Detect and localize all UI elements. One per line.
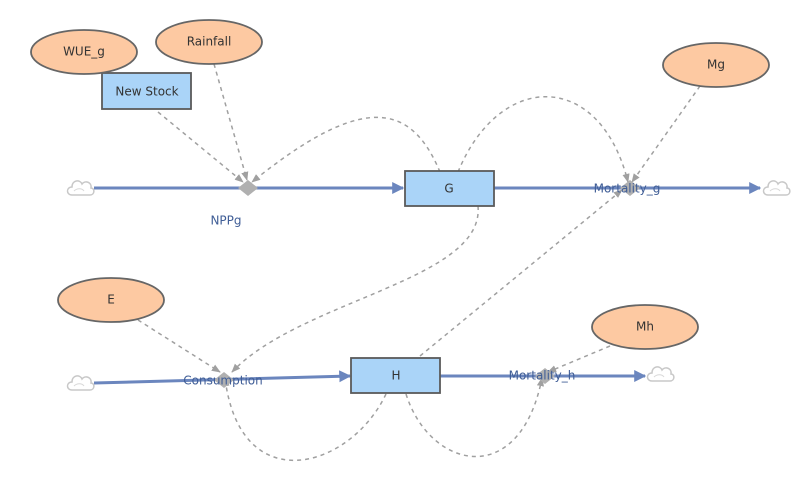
valve-icon[interactable] [238,180,258,196]
stock-h-label: H [391,369,400,383]
link-mg-to-mortality-g [631,85,701,183]
aux-mh-label: Mh [636,320,654,334]
aux-mh[interactable]: Mh [591,304,699,350]
stock-h[interactable]: H [350,357,441,394]
aux-wue-g[interactable]: WUE_g [30,29,138,75]
aux-e[interactable]: E [57,277,165,323]
cloud-icon [66,180,95,196]
link-g-to-mortality-g [457,96,630,183]
link-g-to-consumption [231,205,479,373]
cloud-icon [66,375,95,391]
link-g-to-nppg [251,116,441,183]
aux-e-label: E [107,293,115,307]
link-newstock-to-nppg [157,111,244,183]
flow-label-mortality-g: Mortality_g [594,182,661,196]
stock-g-label: G [444,182,453,196]
stock-new-stock[interactable]: New Stock [101,72,192,110]
link-h-to-mortality-h [405,377,544,458]
stock-new-stock-label: New Stock [115,85,178,99]
stock-g[interactable]: G [404,170,495,207]
link-h-to-mortality-g [419,189,623,357]
aux-mg-label: Mg [707,58,725,72]
aux-wue-g-label: WUE_g [63,45,105,59]
flow-label-consumption: Consumption [183,374,262,388]
cloud-icon [646,366,675,382]
aux-rainfall[interactable]: Rainfall [155,19,263,65]
valve-icon[interactable] [620,180,640,196]
flow-label-mortality-h: Mortality_h [509,369,576,383]
cloud-icon [762,180,791,196]
aux-mg[interactable]: Mg [662,42,770,88]
valve-icon[interactable] [535,368,555,384]
link-h-to-consumption [222,377,387,461]
valve-icon[interactable] [214,372,234,388]
link-e-to-consumption [137,319,221,373]
link-rainfall-to-nppg [213,63,249,181]
aux-rainfall-label: Rainfall [187,35,232,49]
link-mh-to-mortality-h [547,345,611,373]
flow-label-nppg: NPPg [210,214,241,228]
